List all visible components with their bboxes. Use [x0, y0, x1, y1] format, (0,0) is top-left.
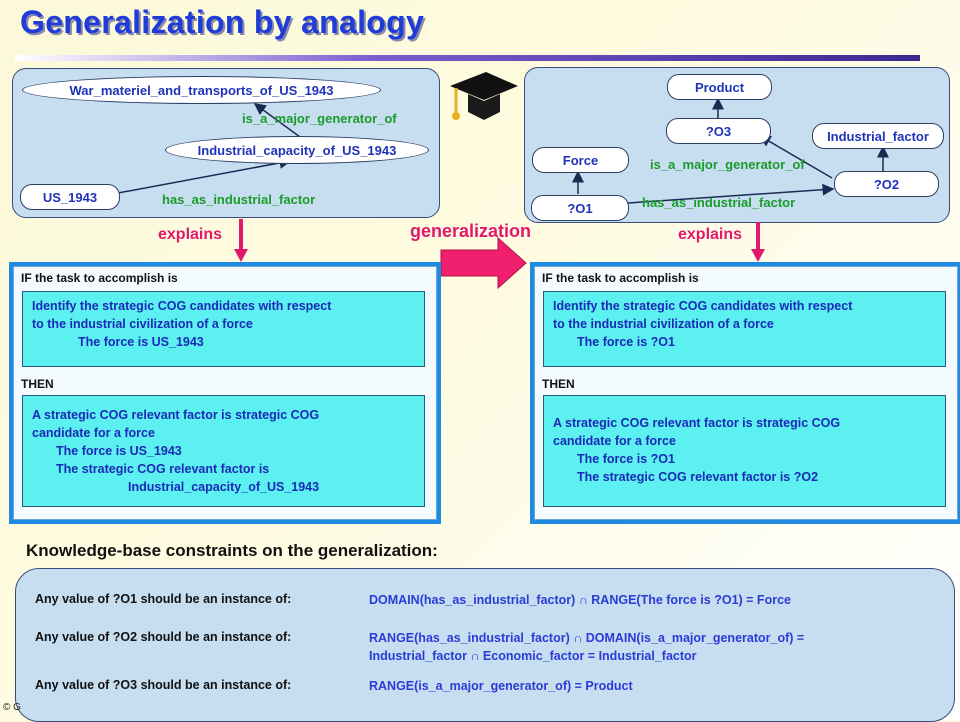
kb-c1-lead: Any value of ?O1 should be an instance o… [35, 592, 292, 606]
rel-industrial-right: has_as_industrial_factor [642, 195, 796, 210]
right-then-line-1: A strategic COG relevant factor is strat… [553, 416, 841, 430]
rel-generator-left: is_a_major_generator_of [242, 111, 397, 126]
page-title: Generalization by analogy [20, 4, 425, 40]
title-underline [15, 55, 920, 61]
node-product: Product [667, 74, 772, 100]
right-then-line-4: The strategic COG relevant factor is ?O2 [577, 470, 819, 484]
kb-c2-lead: Any value of ?O2 should be an instance o… [35, 630, 292, 644]
left-then-line-4: The strategic COG relevant factor is [56, 462, 270, 476]
left-if-line-1: Identify the strategic COG candidates wi… [32, 299, 332, 313]
left-if-line-3: The force is US_1943 [78, 335, 204, 349]
left-then-line-2: candidate for a force [32, 426, 155, 440]
node-industrial-factor: Industrial_factor [812, 123, 944, 149]
left-rule: IF the task to accomplish is Identify th… [9, 262, 441, 524]
kb-c2-value-2: Industrial_factor ∩ Economic_factor = In… [369, 649, 697, 663]
explains-label-right: explains [678, 226, 743, 243]
generalization-label: generalization [410, 221, 532, 241]
right-if-line-2: to the industrial civilization of a forc… [553, 317, 774, 331]
left-then-line-5: Industrial_capacity_of_US_1943 [128, 480, 320, 494]
node-force: Force [532, 147, 629, 173]
right-then-box: A strategic COG relevant factor is strat… [543, 395, 946, 507]
right-if-line-1: Identify the strategic COG candidates wi… [553, 299, 853, 313]
rel-industrial-left: has_as_industrial_factor [162, 192, 316, 207]
right-rule: IF the task to accomplish is Identify th… [530, 262, 960, 524]
left-then-label: THEN [21, 377, 54, 391]
rel-generator-right: is_a_major_generator_of [650, 157, 805, 172]
right-then-label: THEN [542, 377, 575, 391]
kb-c3-value: RANGE(is_a_major_generator_of) = Product [369, 679, 633, 693]
node-o2: ?O2 [834, 171, 939, 197]
left-arrow-generator [253, 103, 301, 138]
left-then-line-1: A strategic COG relevant factor is strat… [32, 408, 320, 422]
kb-constraints-title: Knowledge-base constraints on the genera… [26, 541, 438, 560]
node-war-materiel: War_materiel_and_transports_of_US_1943 [22, 76, 381, 104]
node-us-1943: US_1943 [20, 184, 120, 210]
right-if-box: Identify the strategic COG candidates wi… [543, 291, 946, 367]
kb-constraints-box: Any value of ?O1 should be an instance o… [15, 568, 955, 722]
graduation-cap-icon [450, 72, 518, 120]
left-then-line-3: The force is US_1943 [56, 444, 182, 458]
right-if-line-3: The force is ?O1 [577, 335, 675, 349]
node-industrial-capacity: Industrial_capacity_of_US_1943 [165, 136, 429, 164]
right-then-line-2: candidate for a force [553, 434, 676, 448]
left-arrow-industrial [117, 157, 292, 194]
node-o1: ?O1 [531, 195, 629, 221]
node-o3: ?O3 [666, 118, 771, 144]
right-then-line-3: The force is ?O1 [577, 452, 675, 466]
kb-c3-lead: Any value of ?O3 should be an instance o… [35, 678, 292, 692]
left-then-box: A strategic COG relevant factor is strat… [22, 395, 425, 507]
footer-copyright: © G [3, 702, 21, 713]
explains-label-left: explains [158, 226, 223, 243]
kb-c2-value-1: RANGE(has_as_industrial_factor) ∩ DOMAIN… [369, 631, 805, 645]
left-if-label: IF the task to accomplish is [21, 271, 178, 285]
left-if-box: Identify the strategic COG candidates wi… [22, 291, 425, 367]
right-if-label: IF the task to accomplish is [542, 271, 699, 285]
left-if-line-2: to the industrial civilization of a forc… [32, 317, 253, 331]
kb-c1-value: DOMAIN(has_as_industrial_factor) ∩ RANGE… [369, 593, 791, 607]
